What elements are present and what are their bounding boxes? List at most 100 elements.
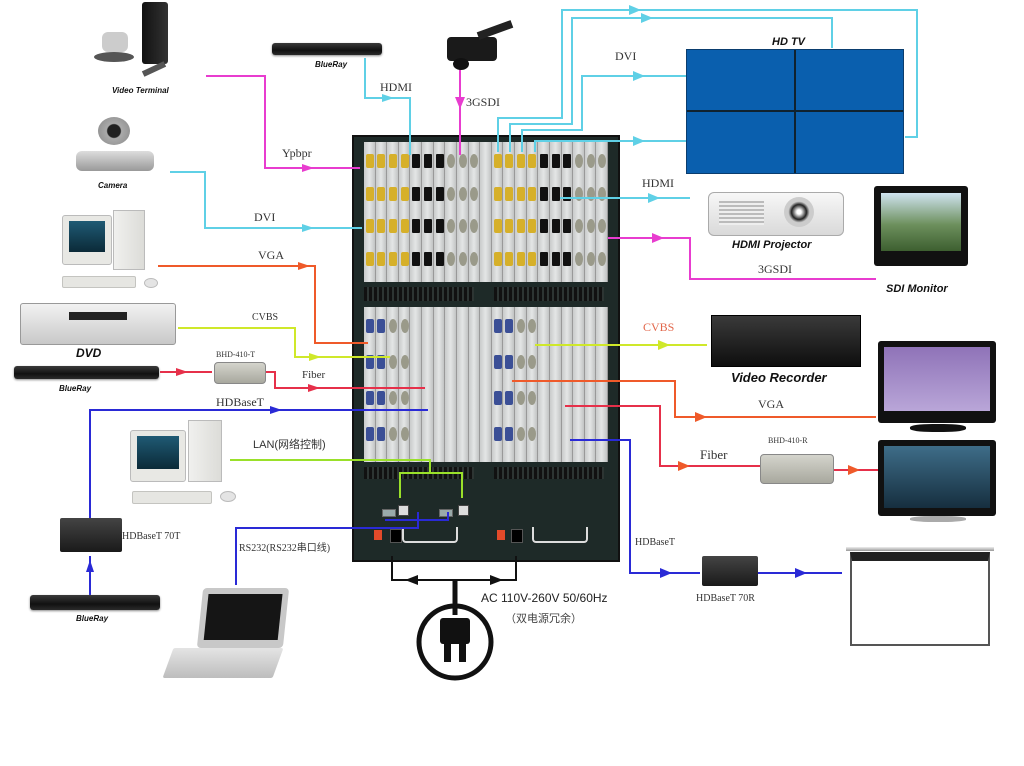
signal-label-dvi-out: DVI bbox=[615, 49, 637, 63]
connector-port bbox=[447, 219, 456, 234]
io-card-slot bbox=[398, 142, 411, 282]
wire-fiber-out bbox=[565, 405, 760, 467]
camera-head bbox=[102, 32, 128, 52]
signal-label-vga-in: VGA bbox=[258, 248, 284, 262]
connector-port bbox=[551, 186, 560, 201]
wire-dvi-out-3 bbox=[521, 75, 686, 152]
connector-port bbox=[400, 391, 409, 406]
connector-port bbox=[423, 186, 432, 201]
connector-port bbox=[423, 154, 432, 168]
io-card-slot bbox=[468, 307, 481, 462]
wire-hdbaset-in bbox=[89, 409, 428, 528]
power-handle bbox=[532, 527, 588, 543]
hdmi-projector-device bbox=[708, 192, 844, 236]
hdbaset-transmitter-device bbox=[60, 518, 122, 552]
io-card-slot bbox=[433, 142, 446, 282]
arrow-sdi-out bbox=[652, 233, 664, 243]
io-card-slot bbox=[584, 307, 597, 462]
power-redundancy-label: （双电源冗余） bbox=[505, 613, 582, 625]
io-card-slot bbox=[422, 142, 434, 282]
connector-port bbox=[516, 154, 525, 168]
signal-label-hdmi-in: HDMI bbox=[380, 80, 412, 94]
io-card-slot bbox=[538, 307, 550, 462]
connector-port bbox=[551, 154, 560, 168]
power-inlet bbox=[511, 529, 523, 543]
io-card-slot bbox=[445, 307, 457, 462]
connector-port bbox=[505, 319, 514, 333]
connector-port bbox=[412, 251, 421, 266]
connector-port bbox=[458, 186, 467, 201]
signal-label-vga-out: VGA bbox=[758, 397, 784, 411]
io-card-slot bbox=[375, 142, 388, 282]
connector-port bbox=[412, 219, 421, 234]
screen-roller bbox=[846, 547, 994, 551]
pc-keyboard-lan bbox=[132, 491, 212, 504]
connector-port bbox=[365, 319, 374, 333]
power-switch[interactable] bbox=[497, 530, 505, 540]
signal-label-sdi-in: 3GSDI bbox=[466, 95, 501, 109]
io-card-slot bbox=[573, 307, 585, 462]
io-card-slot bbox=[573, 142, 585, 282]
arrow-hdbaset-blueray bbox=[86, 560, 94, 572]
connector-port bbox=[458, 154, 467, 168]
pc-monitor-vga bbox=[62, 215, 112, 265]
connector-port bbox=[493, 154, 502, 168]
pc-tower-lan bbox=[188, 420, 222, 482]
blueray-top-device bbox=[272, 43, 382, 55]
io-card-slot bbox=[387, 142, 399, 282]
arrow-fiber-blueray-tx bbox=[176, 368, 188, 376]
signal-label-cvbs-in: CVBS bbox=[252, 312, 279, 323]
connector-port bbox=[470, 186, 479, 201]
connector-port bbox=[586, 154, 595, 168]
arrow-hdbaset-out bbox=[660, 568, 672, 578]
signal-label-hdmi-out: HDMI bbox=[642, 176, 674, 190]
connector-port bbox=[377, 355, 386, 370]
io-card-slot bbox=[491, 307, 504, 462]
connector-port bbox=[563, 219, 572, 234]
arrow-dvi-in bbox=[302, 224, 314, 232]
io-card-slot bbox=[561, 142, 574, 282]
power-switch[interactable] bbox=[374, 530, 382, 540]
connector-port bbox=[470, 219, 479, 234]
power-arrow-left bbox=[405, 575, 418, 585]
connector-port bbox=[435, 251, 444, 266]
arrow-ypbpr bbox=[302, 164, 314, 172]
connector-port bbox=[574, 219, 583, 234]
connector-port bbox=[447, 251, 456, 266]
connector-port bbox=[551, 219, 560, 234]
signal-label-hdbaset-in: HDBaseT bbox=[216, 395, 264, 409]
io-card-slot bbox=[445, 142, 457, 282]
signal-label-cvbs-out: CVBS bbox=[643, 320, 675, 334]
blueray-hdbaset-label: BlueRay bbox=[76, 614, 109, 623]
arrow-fiber-rx-monitor bbox=[848, 465, 860, 475]
blueray-hdbaset-device bbox=[30, 595, 160, 610]
arrow-cvbs-in bbox=[309, 353, 321, 361]
io-card-slot bbox=[596, 142, 608, 282]
io-card-slot bbox=[515, 307, 527, 462]
connector-port bbox=[493, 319, 502, 333]
sdi-monitor-device bbox=[874, 186, 968, 266]
connector-port bbox=[435, 186, 444, 201]
fiber-rx-model: BHD-410-R bbox=[768, 436, 808, 445]
fiber-monitor-stand bbox=[910, 516, 966, 522]
connector-port bbox=[389, 251, 398, 266]
connector-port bbox=[516, 355, 525, 370]
wire-hdbaset-out bbox=[570, 439, 700, 574]
connector-port bbox=[458, 251, 467, 266]
fiber-receiver-device bbox=[760, 454, 834, 484]
wire-lan bbox=[230, 459, 431, 498]
connector-port bbox=[389, 391, 398, 406]
connector-port bbox=[400, 319, 409, 333]
connector-port bbox=[377, 251, 386, 266]
power-plug-icon bbox=[416, 603, 494, 681]
arrow-fiber-in bbox=[308, 384, 320, 392]
hdbaset-receiver-device bbox=[702, 556, 758, 586]
connector-port bbox=[389, 355, 398, 370]
video-terminal-label: Video Terminal bbox=[112, 86, 169, 95]
connector-port bbox=[447, 154, 456, 168]
connector-port bbox=[377, 391, 386, 406]
io-card-slot bbox=[549, 142, 562, 282]
arrow-hdbaset-in bbox=[270, 406, 282, 414]
connector-port bbox=[516, 427, 525, 442]
